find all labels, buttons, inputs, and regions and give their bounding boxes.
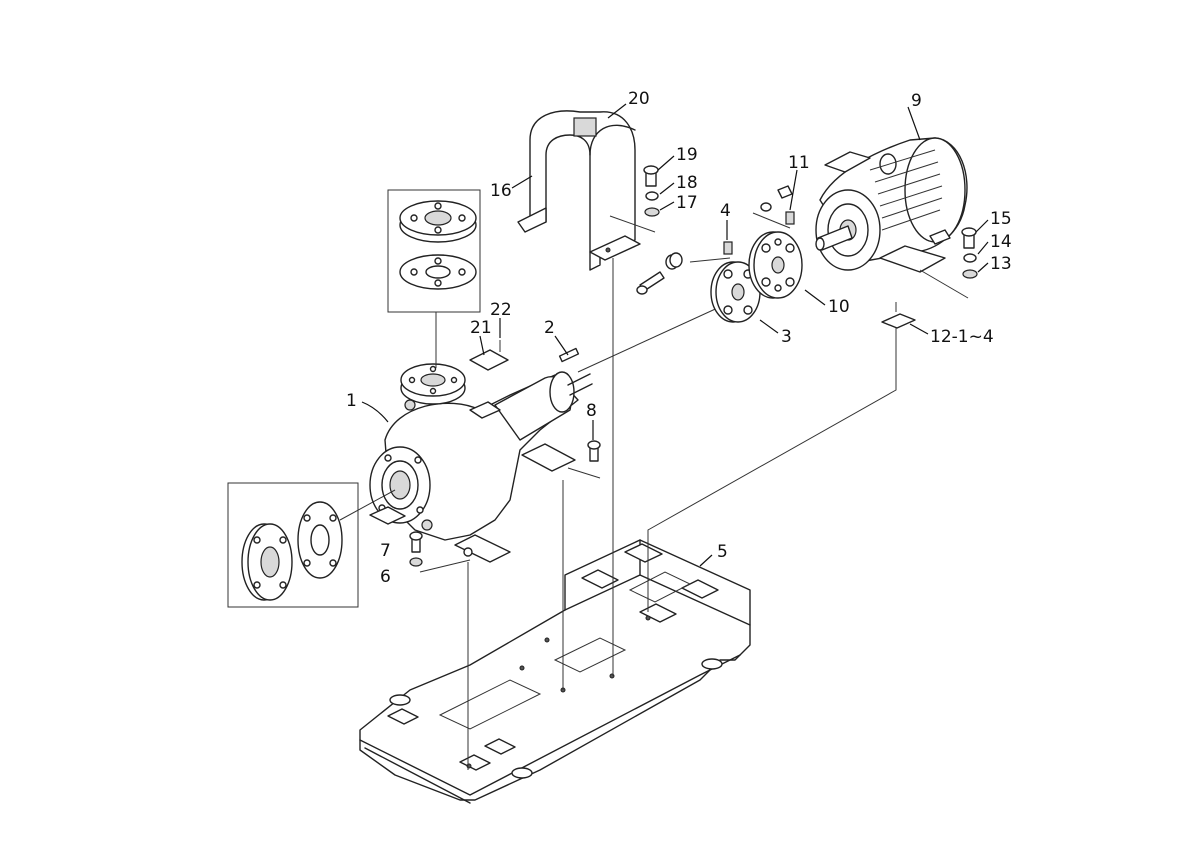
callout-18: 18 [676,173,698,193]
callout-13: 13 [990,254,1012,274]
pump-casing [369,363,593,563]
motor [815,137,968,273]
callout-20: 20 [628,89,650,109]
callout-12: 12-1~4 [930,327,994,347]
callout-10: 10 [828,297,850,317]
callouts: 1 2 3 4 5 6 7 8 9 10 11 12-1~4 13 14 15 … [346,89,1012,587]
callout-15: 15 [990,209,1012,229]
bolts [409,440,601,573]
callout-19: 19 [676,145,698,165]
callout-4: 4 [720,201,731,221]
callout-2: 2 [544,318,555,338]
shims [647,302,916,612]
callout-16: 16 [490,181,512,201]
callout-8: 8 [586,401,597,421]
callout-21: 21 [470,318,492,338]
nameplate [469,340,509,371]
callout-11: 11 [788,153,810,173]
assembly-lines [467,480,564,770]
callout-7: 7 [380,541,391,561]
motor-fasteners [919,227,978,299]
coupling-guard [517,110,656,676]
callout-9: 9 [911,91,922,111]
callout-1: 1 [346,391,357,411]
base-plate [359,539,751,804]
suction-flange-detail [227,482,396,608]
discharge-flange-detail [387,189,481,368]
callout-6: 6 [380,567,391,587]
callout-5: 5 [717,542,728,562]
callout-3: 3 [781,327,792,347]
callout-17: 17 [676,193,698,213]
coupling-assembly [558,185,803,373]
callout-14: 14 [990,232,1012,252]
callout-22: 22 [490,300,512,320]
guard-fasteners [643,165,660,217]
